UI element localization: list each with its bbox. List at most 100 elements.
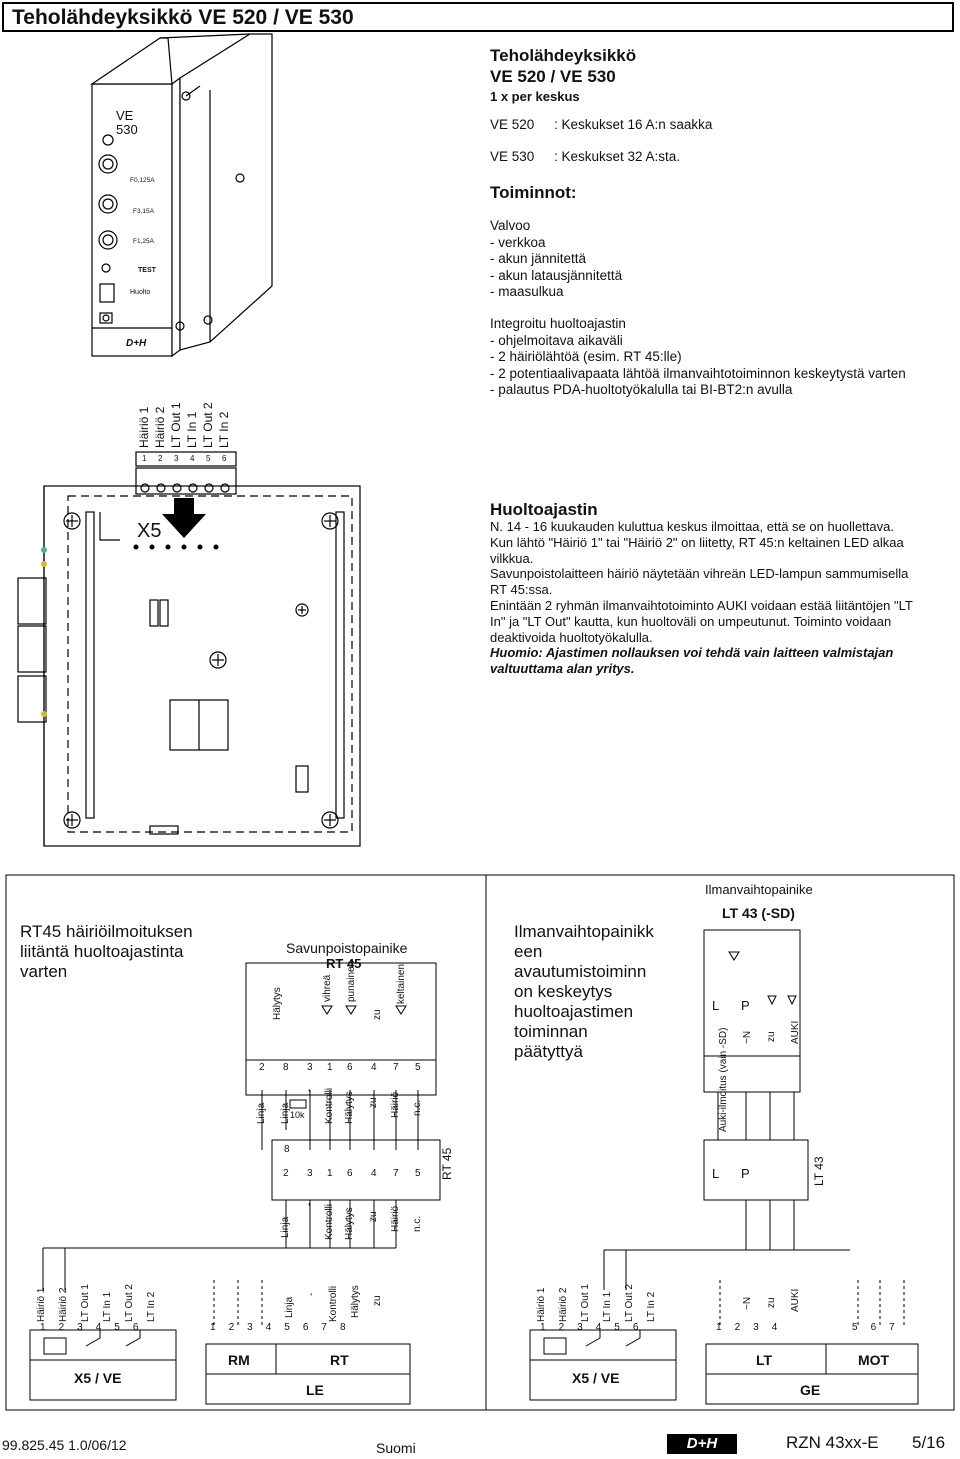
rmle-number: 2 <box>228 1322 248 1333</box>
title-line: varten <box>20 962 68 981</box>
rt45-block-number: 3 <box>307 1168 313 1179</box>
footer-page: 5/16 <box>912 1433 946 1452</box>
ve-block-name: X5 / VE <box>572 1370 620 1386</box>
rt45-bottom-label: - <box>304 1088 315 1092</box>
service-line: RT 45:ssa. <box>490 582 553 598</box>
integrated-item: - palautus PDA-huoltotyökalulla tai BI-B… <box>490 382 793 397</box>
rt45-block-label: Linja <box>280 1216 291 1238</box>
terminal-number: 6 <box>222 454 227 463</box>
rt45-block-number: 8 <box>284 1144 290 1155</box>
rt45-number: 3 <box>307 1062 313 1073</box>
ve-label: Häiriö 1 <box>36 1287 47 1322</box>
service-line: N. 14 - 16 kuukauden kuluttua keskus ilm… <box>490 519 894 534</box>
ve-number: 3 <box>577 1322 596 1333</box>
ve-number: 1 <box>40 1322 59 1333</box>
terminal-label: Häiriö 2 <box>153 406 167 448</box>
rt45-top-label: zu <box>372 1009 383 1020</box>
rmle-number: 3 <box>247 1322 266 1333</box>
rt45-block-number: 5 <box>415 1168 421 1179</box>
service-line: Enintään 2 ryhmän ilmanvaihtotoiminto AU… <box>490 597 913 613</box>
service-line: deaktivoida huoltotyökalulla. <box>490 629 653 645</box>
rmle-number: 7 <box>321 1322 340 1333</box>
rt45-top-label: vihreä <box>322 974 333 1002</box>
lt-label: LT <box>756 1352 773 1368</box>
ve-label: LT In 2 <box>146 1291 157 1322</box>
ve-label: Häiriö 2 <box>558 1287 569 1322</box>
ve-label: LT In 1 <box>602 1291 613 1322</box>
service-line: Savunpoistolaitteen häiriö näytetään vih… <box>490 566 909 582</box>
rmle-number: 8 <box>339 1322 359 1333</box>
vent-button-model: LT 43 (-SD) <box>722 905 795 921</box>
ve-label: LT In 1 <box>102 1291 113 1322</box>
ve-number: 6 <box>132 1322 152 1333</box>
rt45-top-label: keltainen <box>396 963 407 1004</box>
ve-label: LT Out 1 <box>80 1284 91 1322</box>
smoke-button-title: Savunpoistopainike <box>286 940 408 956</box>
rt45-block-number: 1 <box>327 1168 333 1179</box>
service-timer-text: N. 14 - 16 kuukauden kuluttua keskus ilm… <box>490 519 913 677</box>
ltge-numbers: 567 <box>852 1322 908 1333</box>
rmle-label: zu <box>372 1295 383 1306</box>
ve-number: 4 <box>595 1322 615 1333</box>
rt45-number: 7 <box>393 1062 399 1073</box>
rmle-number: 1 <box>210 1322 229 1333</box>
ltge-number: 2 <box>734 1322 754 1333</box>
title-line: on keskeytys <box>514 982 613 1001</box>
rmle-number: 6 <box>302 1322 322 1333</box>
integrated-item: - ohjelmoitava aikaväli <box>490 332 623 348</box>
terminal-label: LT In 2 <box>217 411 231 448</box>
title-line: huoltoajastimen <box>514 1002 634 1021</box>
rt45-bottom-label: Häiriö <box>390 1091 401 1118</box>
rt45-block-number: 6 <box>347 1168 353 1179</box>
page-title: Teholähdeyksikkö VE 520 / VE 530 <box>12 6 354 29</box>
ltge-number: 6 <box>870 1322 890 1333</box>
ltge-label: ~N <box>742 1296 753 1310</box>
title-line: een <box>514 942 543 961</box>
ltge-numbers: 1234 <box>716 1322 790 1333</box>
integrated-item: - 2 potentiaalivapaata lähtöä ilmanvaiht… <box>490 365 906 381</box>
rmle-label: Linja <box>284 1296 295 1318</box>
resistor-label: 10k <box>290 1110 305 1120</box>
ltge-label: AUKI <box>790 1288 801 1312</box>
model-code: VE 520 <box>490 117 535 132</box>
terminal-number: 5 <box>206 454 211 463</box>
mot-label: MOT <box>858 1352 890 1368</box>
terminal-number: 4 <box>190 454 195 463</box>
service-line: vilkkua. <box>490 550 534 566</box>
terminal-label: LT Out 1 <box>169 402 183 448</box>
wiring-svg <box>5 874 955 1411</box>
fuse-label: F0,125A <box>130 177 155 184</box>
ve-number: 3 <box>77 1322 96 1333</box>
rt45-block-number: 7 <box>393 1168 399 1179</box>
vent-label: zu <box>766 1031 777 1042</box>
monitor-title: Valvoo <box>490 218 531 233</box>
service-note: valtuuttama alan yritys. <box>490 661 635 677</box>
rt45-block-label: n.c. <box>412 1215 423 1232</box>
rt45-block-label: Kontrolli <box>324 1203 335 1240</box>
model-desc: : Keskukset 32 A:sta. <box>554 149 681 164</box>
title-line: toiminnan <box>514 1022 588 1041</box>
intro-subheading: VE 520 / VE 530 <box>490 67 616 86</box>
rt45-number: 8 <box>283 1062 289 1073</box>
ve-label: LT Out 2 <box>124 1284 135 1322</box>
vent-button-title: Ilmanvaihtopainike <box>705 882 813 897</box>
model-desc: : Keskukset 16 A:n saakka <box>554 117 713 132</box>
model-row-1: VE 520 : Keskukset 16 A:n saakka <box>490 117 712 134</box>
ltge-number: 7 <box>889 1322 908 1333</box>
rt45-number: 2 <box>259 1062 265 1073</box>
fuse-label: F3,15A <box>133 208 154 215</box>
footer-code: RZN 43xx-E <box>786 1433 879 1452</box>
footer-brand-logo: D+H <box>667 1434 737 1454</box>
rt45-bottom-label: Kontrolli <box>324 1087 335 1124</box>
title-line: liitäntä huoltoajastinta <box>20 942 184 961</box>
functions-monitor: Valvoo - verkkoa - akun jännitettä - aku… <box>490 218 622 301</box>
integrated-title: Integroitu huoltoajastin <box>490 316 626 331</box>
functions-heading: Toiminnot: <box>490 183 577 202</box>
rmle-label: - <box>306 1292 317 1296</box>
rt45-bottom-label: Linja <box>256 1102 267 1124</box>
ve-label: Häiriö 1 <box>536 1287 547 1322</box>
rt45-number: 1 <box>327 1062 333 1073</box>
rmle-label: Kontrolli <box>328 1285 339 1322</box>
service-line: In" ja "LT Out" kautta, kun huoltoväli o… <box>490 613 892 629</box>
rt45-number: 4 <box>371 1062 377 1073</box>
